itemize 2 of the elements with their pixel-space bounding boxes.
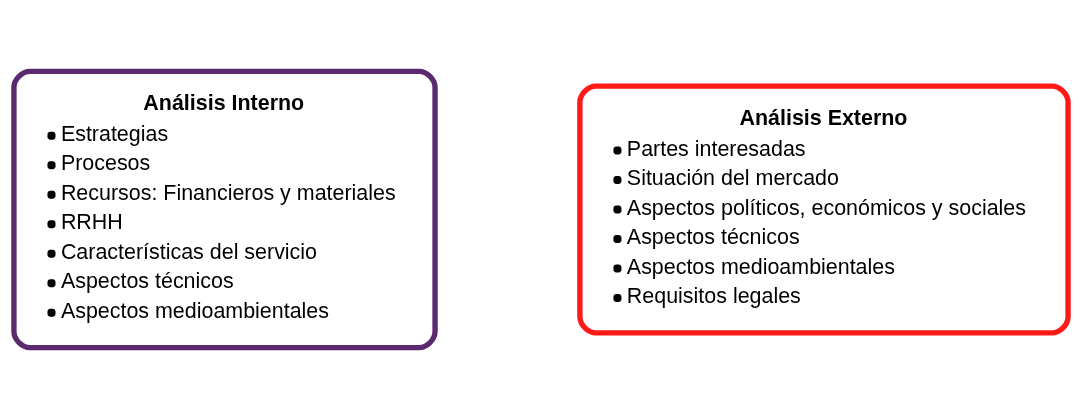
node-box: Análisis Externo Partes interesadas Situación del mercado Aspectos políticos, económicos y sociales Aspectos técnicos Aspectos medioambientales Requisitos legales [577, 82, 1071, 336]
node-box: Análisis Interno Estrategias Procesos Recursos: Financieros y materiales RRHH Características del servicio Aspectos técnicos Aspectos medioambientales [11, 68, 438, 350]
